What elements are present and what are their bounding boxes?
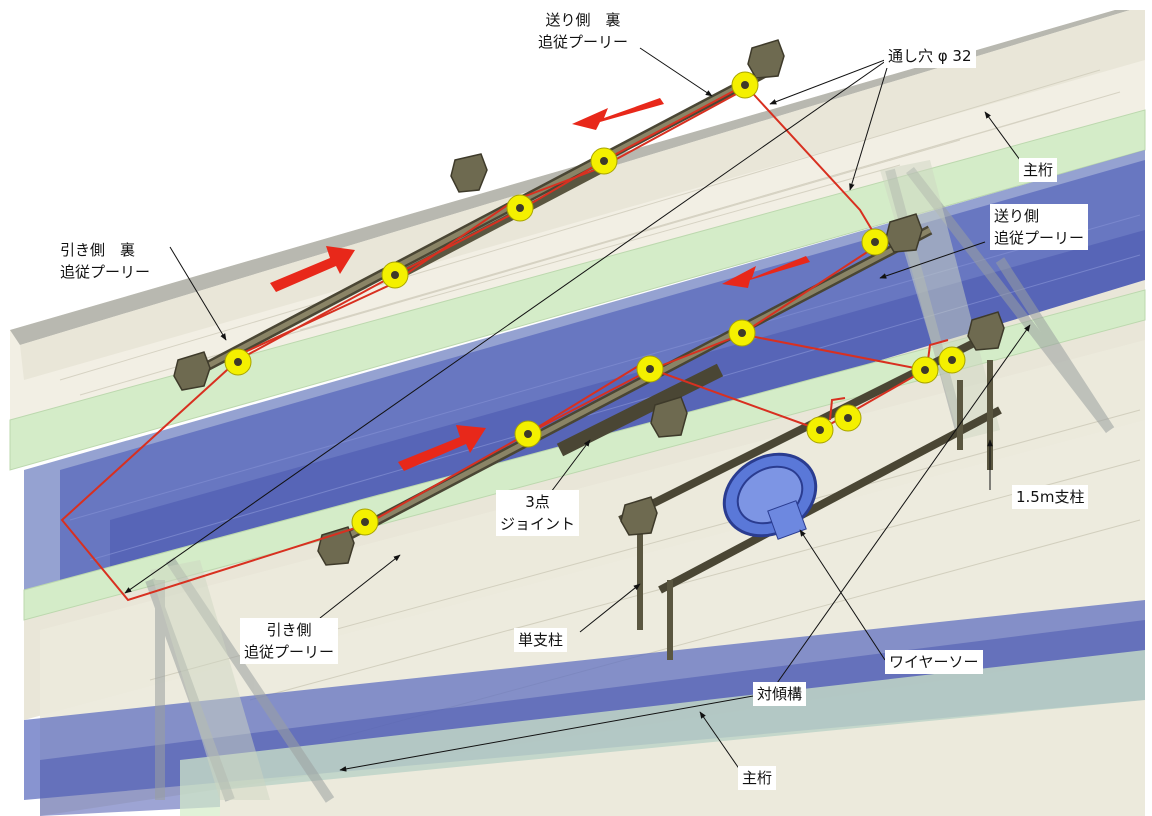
pulley-icons (224, 71, 966, 536)
clamp-icon (450, 153, 488, 193)
pulley-icon (731, 71, 759, 99)
label-wire-saw: ワイヤーソー (885, 650, 983, 674)
label-main-girder-bottom: 主桁 (738, 766, 777, 790)
wire-saw-machine (722, 452, 818, 540)
label-send-pulley: 送り側 追従プーリー (990, 204, 1089, 250)
flow-arrow-icon (398, 425, 486, 471)
rail-clamp-icons (173, 39, 1005, 566)
pulley-icon (590, 147, 618, 175)
label-three-point-joint: 3点 ジョイント (496, 490, 580, 536)
label-post-1-5m: 1.5m支柱 (1012, 485, 1089, 509)
flow-arrow-icon (722, 256, 810, 288)
lower-girder (23, 280, 1146, 816)
pulley-icon (834, 404, 862, 432)
clamp-icon (620, 496, 658, 536)
label-pull-pulley: 引き側 追従プーリー (240, 618, 339, 664)
pulley-icon (224, 348, 252, 376)
pulley-icon (514, 420, 542, 448)
pulley-icon (911, 356, 939, 384)
pulley-icon (938, 346, 966, 374)
pulley-icon (351, 508, 379, 536)
label-main-girder-top: 主桁 (1019, 158, 1058, 182)
clamp-icon (967, 311, 1005, 351)
pulley-icon (861, 228, 889, 256)
label-sway-bracing: 対傾構 (753, 682, 807, 706)
pulley-icon (636, 355, 664, 383)
label-send-back-pulley: 送り側 裏 追従プーリー (534, 8, 633, 54)
flow-arrow-icon (572, 98, 664, 130)
pulley-icon (728, 319, 756, 347)
leader-lines (124, 47, 1031, 772)
label-through-hole: 通し穴 φ 32 (884, 44, 976, 68)
label-single-post: 単支柱 (514, 628, 568, 652)
flow-arrow-icon (270, 246, 355, 292)
pulley-icon (381, 261, 409, 289)
pulley-icon (806, 416, 834, 444)
clamp-icon (650, 396, 688, 438)
pulley-icon (506, 194, 534, 222)
clamp-icon (173, 351, 211, 391)
label-pull-back-pulley: 引き側 裏 追従プーリー (56, 238, 155, 284)
clamp-icon (747, 39, 785, 79)
flow-arrows (270, 98, 810, 471)
